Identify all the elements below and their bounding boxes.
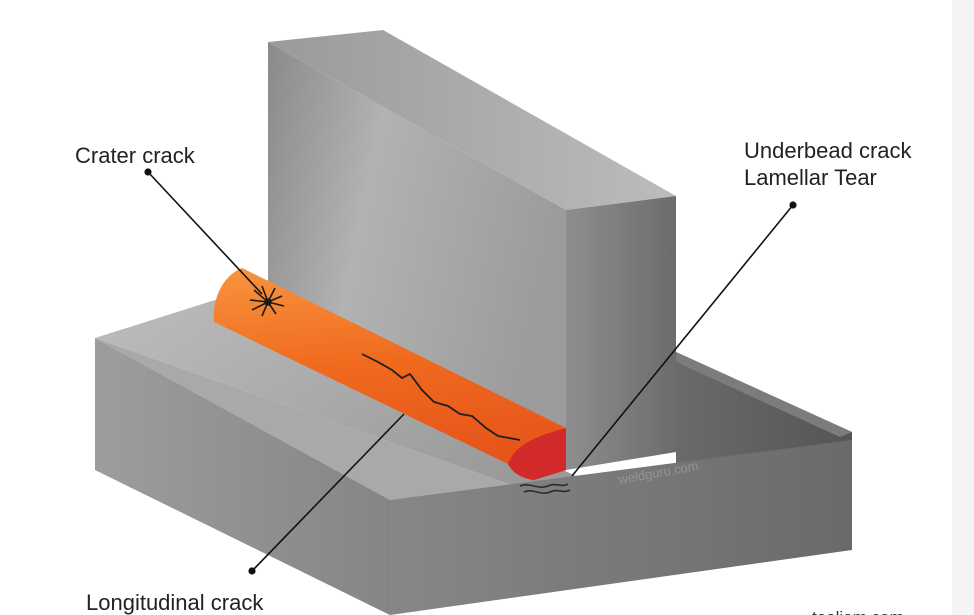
base-plate-top-front	[95, 338, 520, 500]
underbead-label: Underbead crack Lamellar Tear	[744, 137, 912, 191]
back-ledge-top	[676, 352, 852, 437]
longitudinal-crack-dot	[248, 567, 256, 575]
wall-end	[566, 196, 676, 470]
longitudinal-crack-mark	[361, 353, 521, 441]
underbead-crack-text: Underbead crack	[744, 138, 912, 163]
longitudinal-crack-leader	[251, 413, 405, 572]
crater-crack-label: Crater crack	[75, 143, 195, 168]
crater-crack-mark	[249, 285, 285, 317]
base-plate-side	[95, 338, 390, 615]
right-edge-strip	[952, 0, 974, 615]
crater-crack-dot	[144, 168, 152, 176]
wall-top	[268, 30, 676, 210]
weld-bead-end	[508, 428, 566, 480]
wall-face	[268, 42, 566, 470]
underbead-dot	[789, 201, 797, 209]
lamellar-tear-mark	[519, 483, 571, 494]
underbead-leader	[571, 204, 794, 477]
crater-crack-leader	[147, 171, 263, 295]
base-plate-front	[390, 440, 852, 615]
weld-bead	[213, 268, 566, 480]
base-plate-top	[95, 300, 592, 500]
credit-text: tooliom.com	[812, 604, 904, 615]
longitudinal-crack-label: Longitudinal crack	[86, 590, 264, 615]
lamellar-tear-text: Lamellar Tear	[744, 165, 877, 190]
